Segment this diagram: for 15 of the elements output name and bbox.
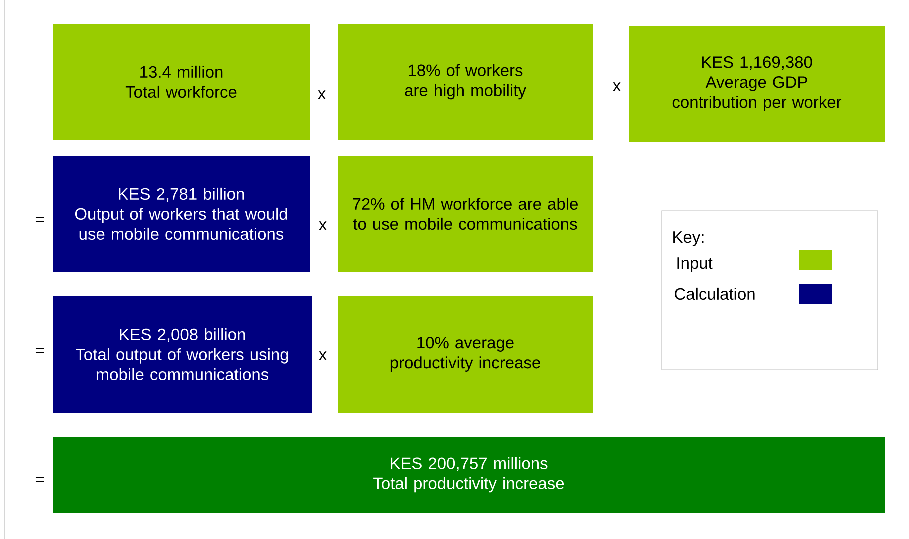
key-heading: Key: [674, 232, 704, 246]
input-box: 72% of HM workforce are able to use mobile communications [338, 156, 593, 272]
input-box: 13.4 million Total workforce [53, 24, 310, 140]
legend-label: Calculation [675, 288, 755, 300]
calculation-box: KES 2,008 billion Total output of workers using mobile communications [53, 296, 312, 413]
input-box: 18% of workers are high mobility [338, 24, 593, 140]
input-box: 10% average productivity increase [338, 296, 593, 413]
calculation-box: KES 2,781 billion Output of workers that would use mobile communications [53, 156, 310, 272]
operator: x [319, 222, 327, 230]
input-box: KES 1,169,380 Average GDP contribution per worker [629, 26, 885, 142]
result-box: KES 200,757 millions Total productivity increase [53, 437, 885, 513]
operator: x [613, 82, 621, 92]
operator: x [319, 352, 327, 360]
legend-label: Input [678, 258, 713, 272]
operator: x [318, 90, 326, 100]
